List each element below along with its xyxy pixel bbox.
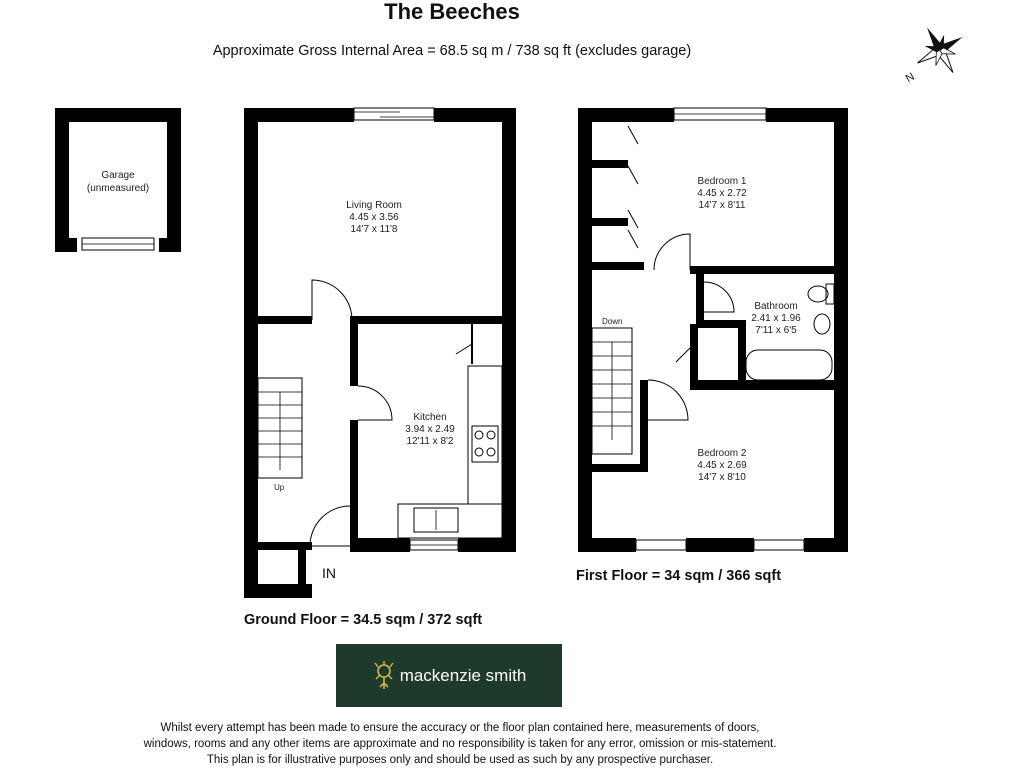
- floor-plan-drawing: Garage (unmeasured): [55, 107, 848, 598]
- bedroom1-imperial: 14'7 x 8'11: [698, 200, 745, 211]
- bedroom2-metric: 4.45 x 2.69: [697, 460, 747, 471]
- living-room-imperial: 14'7 x 11'8: [350, 224, 397, 235]
- kitchen-imperial: 12'11 x 8'2: [406, 436, 453, 447]
- compass-rose-icon: N: [904, 27, 963, 85]
- first-floor-label: First Floor = 34 sqm / 366 sqft: [576, 568, 782, 584]
- logo-text: mackenzie smith: [399, 665, 527, 685]
- disclaimer: Whilst every attempt has been made to en…: [100, 720, 820, 768]
- garage-note: (unmeasured): [87, 183, 149, 194]
- first-stairs: Down: [591, 317, 633, 455]
- kitchen-metric: 3.94 x 2.49: [405, 424, 455, 435]
- disclaimer-line-1: Whilst every attempt has been made to en…: [160, 722, 760, 734]
- agent-logo: mackenzie smith: [336, 644, 562, 707]
- bedroom2-imperial: 14'7 x 8'10: [698, 472, 746, 483]
- kitchen-name: Kitchen: [413, 412, 446, 423]
- bathroom-metric: 2.41 x 1.96: [751, 313, 801, 324]
- living-room-metric: 4.45 x 3.56: [349, 212, 399, 223]
- bathroom-name: Bathroom: [754, 301, 797, 312]
- garage-plan: Garage (unmeasured): [55, 108, 181, 252]
- ground-floor-label: Ground Floor = 34.5 sqm / 372 sqft: [244, 612, 483, 628]
- first-stairs-label: Down: [602, 317, 622, 326]
- page-title: The Beeches: [384, 0, 520, 24]
- disclaimer-line-2: windows, rooms and any other items are a…: [143, 738, 777, 750]
- garage-name: Garage: [101, 170, 135, 181]
- living-room-name: Living Room: [346, 200, 402, 211]
- ground-floor-plan: Up IN Living Room 4.45 x 3.56 14'7 x 11'…: [244, 107, 516, 598]
- bedroom1-name: Bedroom 1: [698, 176, 747, 187]
- thistle-icon: [374, 660, 394, 689]
- bedroom1-metric: 4.45 x 2.72: [697, 188, 747, 199]
- ground-stairs: Up: [257, 377, 303, 492]
- bedroom2-name: Bedroom 2: [698, 448, 747, 459]
- bathroom-imperial: 7'11 x 6'5: [755, 325, 797, 336]
- disclaimer-line-3: This plan is for illustrative purposes o…: [206, 754, 714, 766]
- first-floor-plan: Down Bedroom 1 4.45 x 2.72 14'7 x 8'11 B…: [578, 107, 848, 552]
- ground-stairs-label: Up: [274, 483, 285, 492]
- entrance-label: IN: [322, 565, 336, 581]
- area-summary: Approximate Gross Internal Area = 68.5 s…: [212, 43, 692, 59]
